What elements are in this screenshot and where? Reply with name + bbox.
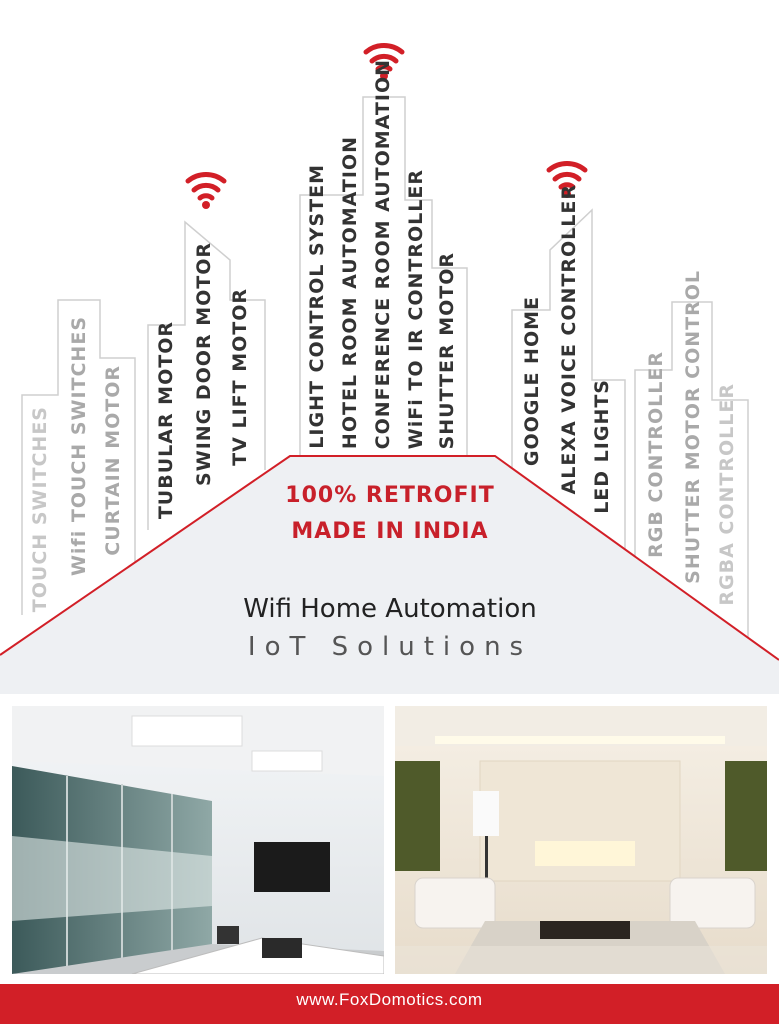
product-light-control-system: LIGHT CONTROL SYSTEM: [306, 164, 328, 449]
badge-made-in-india: MADE IN INDIA: [291, 519, 489, 544]
product-rgb-controller: RGB CONTROLLER: [645, 351, 667, 558]
headline-title: Wifi Home Automation: [243, 594, 537, 624]
living-room-photo: [395, 706, 767, 974]
product-alexa-voice-controller: ALEXA VOICE CONTROLLER: [558, 183, 580, 494]
product-wifi-touch-switches: Wifi TOUCH SWITCHES: [68, 315, 90, 576]
footer-bar: www.FoxDomotics.com: [0, 984, 779, 1024]
building-center-outline: [299, 96, 468, 456]
product-hotel-room-automation: HOTEL ROOM AUTOMATION: [339, 135, 361, 449]
website-link[interactable]: www.FoxDomotics.com: [296, 990, 483, 1009]
product-led-lights: LED LIGHTS: [591, 379, 613, 514]
roof-outline: [0, 455, 779, 661]
roof-shape: [0, 456, 779, 694]
building-right-center-outline: [511, 208, 626, 560]
conference-room-photo: [12, 706, 384, 974]
wifi-icon: [563, 190, 571, 198]
product-wifi-to-ir-controller: WiFi TO IR CONTROLLER: [405, 168, 427, 449]
product-touch-switches: TOUCH SWITCHES: [29, 405, 51, 612]
headline-subtitle: IoT Solutions: [247, 632, 533, 662]
living-room-illustration: [395, 706, 767, 974]
conference-room-illustration: [12, 706, 384, 974]
building-left-outline: [21, 299, 136, 615]
building-left-center-outline: [147, 220, 266, 530]
product-curtain-motor: CURTAIN MOTOR: [102, 365, 124, 556]
product-conference-room-automation: CONFERENCE ROOM AUTOMATION: [372, 58, 394, 449]
building-right-outline: [634, 301, 749, 640]
product-rgba-controller: RGBA CONTROLLER: [716, 383, 738, 606]
product-shutter-motor: SHUTTER MOTOR: [436, 251, 458, 449]
wifi-icon: [185, 172, 227, 201]
wifi-icon: [363, 43, 405, 72]
wifi-icon: [380, 72, 388, 80]
badge-retrofit: 100% RETROFIT: [285, 483, 495, 508]
wifi-icon: [202, 201, 210, 209]
product-tv-lift-motor: TV LIFT MOTOR: [229, 288, 251, 466]
product-swing-door-motor: SWING DOOR MOTOR: [193, 242, 215, 486]
product-google-home: GOOGLE HOME: [521, 295, 543, 466]
wifi-icon: [546, 161, 588, 190]
product-shutter-motor-control: SHUTTER MOTOR CONTROL: [682, 270, 704, 584]
product-tubular-motor: TUBULAR MOTOR: [155, 320, 177, 519]
